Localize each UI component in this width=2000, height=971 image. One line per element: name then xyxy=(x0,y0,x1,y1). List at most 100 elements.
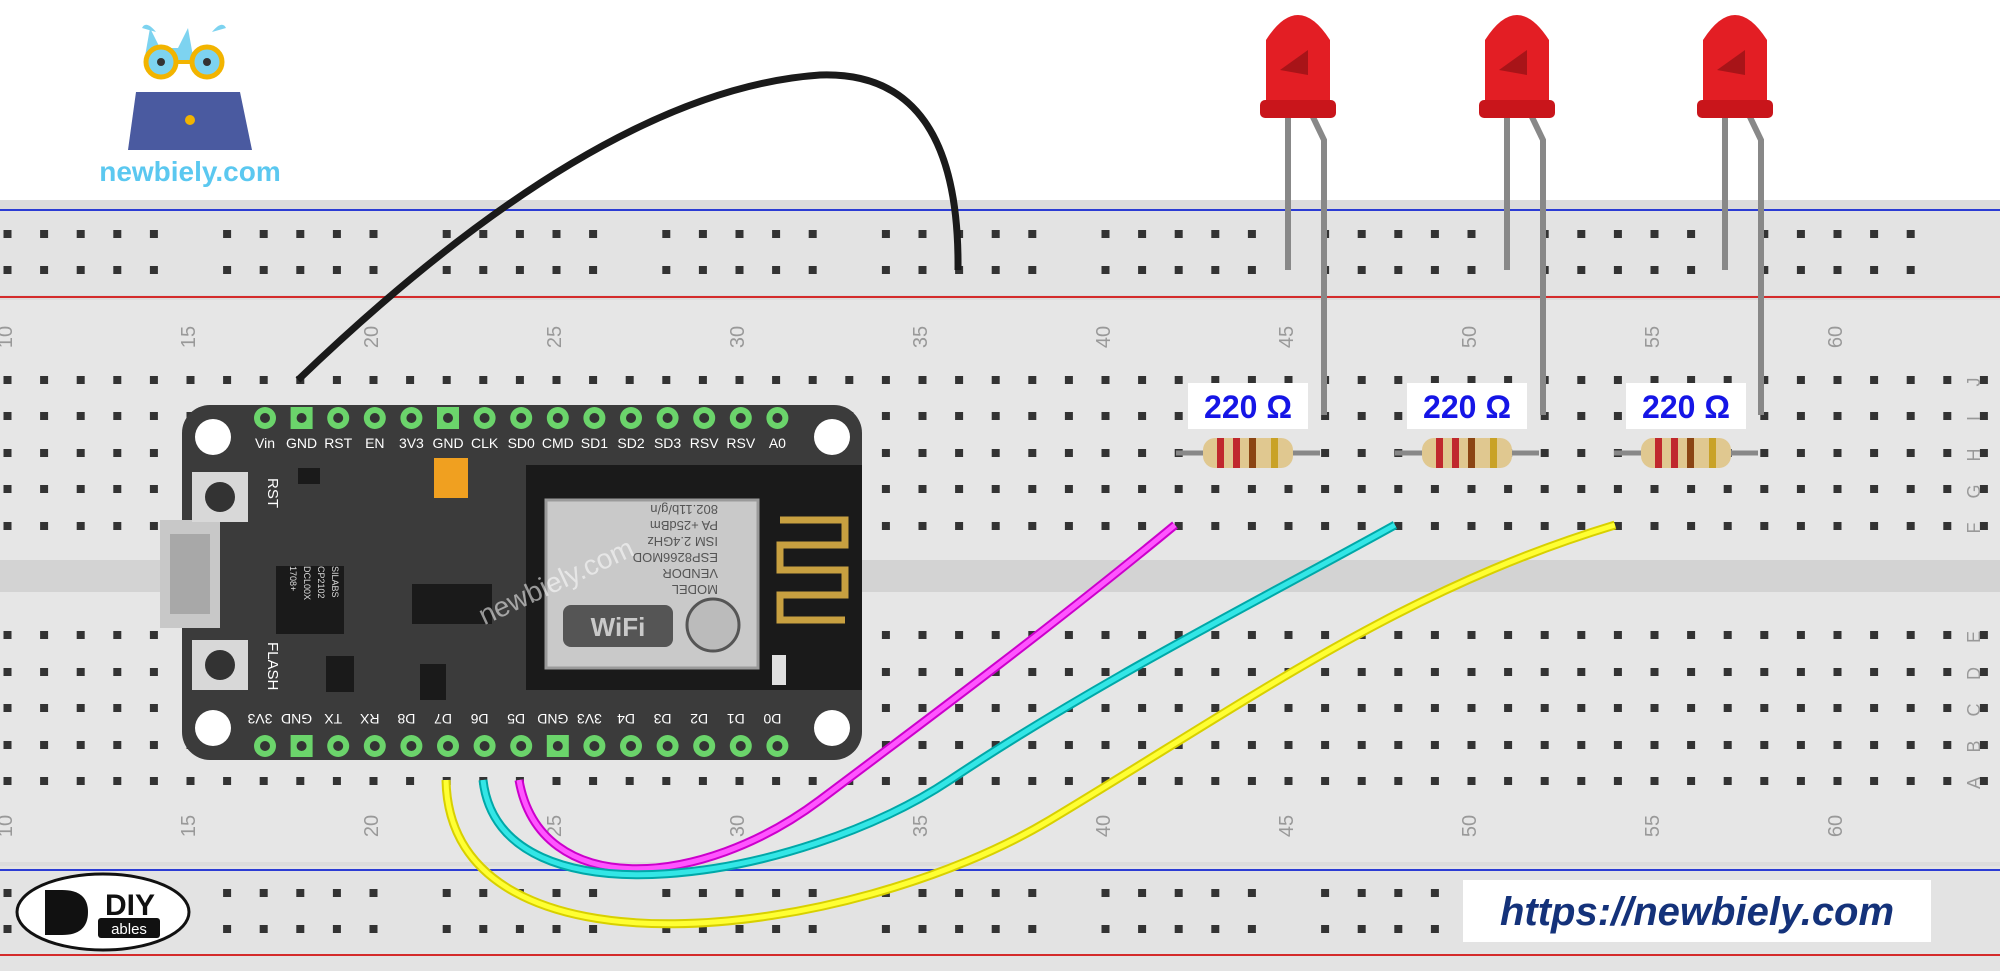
breadboard-hole xyxy=(1577,522,1586,530)
resistor-body xyxy=(1422,438,1512,468)
breadboard-hole xyxy=(1906,412,1915,420)
breadboard-hole xyxy=(1321,777,1330,785)
rail-hole xyxy=(772,230,781,238)
wires xyxy=(295,71,1617,929)
rail-hole xyxy=(1357,889,1366,897)
breadboard-hole xyxy=(955,522,964,530)
breadboard-hole xyxy=(552,777,561,785)
rail-hole xyxy=(149,230,158,238)
breadboard-hole xyxy=(1357,704,1366,712)
breadboard-hole xyxy=(1247,522,1256,530)
rail-hole xyxy=(332,925,341,933)
rail-hole xyxy=(259,889,268,897)
breadboard-hole xyxy=(991,704,1000,712)
rail-hole xyxy=(1870,230,1879,238)
rail-hole xyxy=(223,925,232,933)
rail-hole xyxy=(552,889,561,897)
breadboard-hole xyxy=(1394,376,1403,384)
resistor-label: 220 Ω xyxy=(1642,389,1730,425)
breadboard-hole xyxy=(991,631,1000,639)
diyables-logo: DIY ables xyxy=(15,872,191,952)
breadboard-hole xyxy=(1943,412,1952,420)
rail-hole xyxy=(1028,266,1037,274)
breadboard-hole xyxy=(1687,485,1696,493)
column-number: 25 xyxy=(544,326,566,348)
breadboard-hole xyxy=(1796,449,1805,457)
rail-hole xyxy=(1101,266,1110,274)
breadboard-hole xyxy=(76,522,85,530)
breadboard-hole xyxy=(1687,631,1696,639)
wifi-logo xyxy=(563,605,673,647)
pin-label: D4 xyxy=(617,711,635,727)
breadboard-hole xyxy=(1723,485,1732,493)
breadboard-hole xyxy=(1613,522,1622,530)
rail-hole xyxy=(772,266,781,274)
rail-hole xyxy=(479,266,488,274)
resistor-label: 220 Ω xyxy=(1423,389,1511,425)
rail-hole xyxy=(3,230,12,238)
column-number: 20 xyxy=(361,815,383,837)
breadboard-hole xyxy=(1833,631,1842,639)
rail-hole xyxy=(442,925,451,933)
breadboard-hole xyxy=(698,777,707,785)
breadboard-hole xyxy=(3,376,12,384)
rail-hole xyxy=(479,925,488,933)
rail-hole xyxy=(1833,266,1842,274)
rail-hole xyxy=(515,266,524,274)
rail-hole xyxy=(3,266,12,274)
breadboard-hole xyxy=(1577,741,1586,749)
breadboard-hole xyxy=(1613,668,1622,676)
breadboard-hole xyxy=(3,412,12,420)
rail-hole xyxy=(40,230,49,238)
red-led xyxy=(1697,15,1773,415)
breadboard-hole xyxy=(40,449,49,457)
breadboard-hole xyxy=(881,522,890,530)
breadboard-hole xyxy=(1906,376,1915,384)
breadboard-hole xyxy=(1906,777,1915,785)
rail-hole xyxy=(442,889,451,897)
module-text: ESP8266MOD xyxy=(633,550,718,565)
rail-hole xyxy=(662,925,671,933)
breadboard-hole xyxy=(1723,376,1732,384)
breadboard-hole xyxy=(1138,485,1147,493)
rail-hole xyxy=(662,889,671,897)
breadboard-hole xyxy=(1577,631,1586,639)
rail-hole xyxy=(1760,266,1769,274)
breadboard-hole xyxy=(113,485,122,493)
breadboard-hole xyxy=(1504,777,1513,785)
breadboard-hole xyxy=(1101,631,1110,639)
breadboard-hole xyxy=(1357,376,1366,384)
breadboard-hole xyxy=(1101,704,1110,712)
breadboard-hole xyxy=(1174,668,1183,676)
breadboard-hole xyxy=(1979,777,1988,785)
breadboard-hole xyxy=(149,668,158,676)
rail-hole xyxy=(1394,889,1403,897)
breadboard-hole xyxy=(1321,449,1330,457)
pin-label: D6 xyxy=(470,711,488,727)
column-number: 40 xyxy=(1093,326,1115,348)
breadboard-hole xyxy=(1943,668,1952,676)
breadboard-hole xyxy=(40,668,49,676)
breadboard-hole xyxy=(3,485,12,493)
breadboard-hole xyxy=(1906,449,1915,457)
rail-hole xyxy=(1577,266,1586,274)
breadboard-hole xyxy=(918,704,927,712)
rail-hole xyxy=(1650,230,1659,238)
rail-hole xyxy=(1394,230,1403,238)
rail-hole xyxy=(918,266,927,274)
rail-hole xyxy=(589,266,598,274)
rail-hole xyxy=(735,266,744,274)
breadboard-hole xyxy=(113,449,122,457)
breadboard-hole xyxy=(40,412,49,420)
breadboard-hole xyxy=(1577,704,1586,712)
breadboard-hole xyxy=(772,376,781,384)
pin-label: RSV xyxy=(726,435,755,451)
breadboard-hole xyxy=(955,485,964,493)
breadboard-hole xyxy=(552,376,561,384)
rail-hole xyxy=(296,889,305,897)
pin-label: RX xyxy=(359,711,379,727)
breadboard-hole xyxy=(369,777,378,785)
breadboard-hole xyxy=(1723,522,1732,530)
breadboard-hole xyxy=(1833,449,1842,457)
